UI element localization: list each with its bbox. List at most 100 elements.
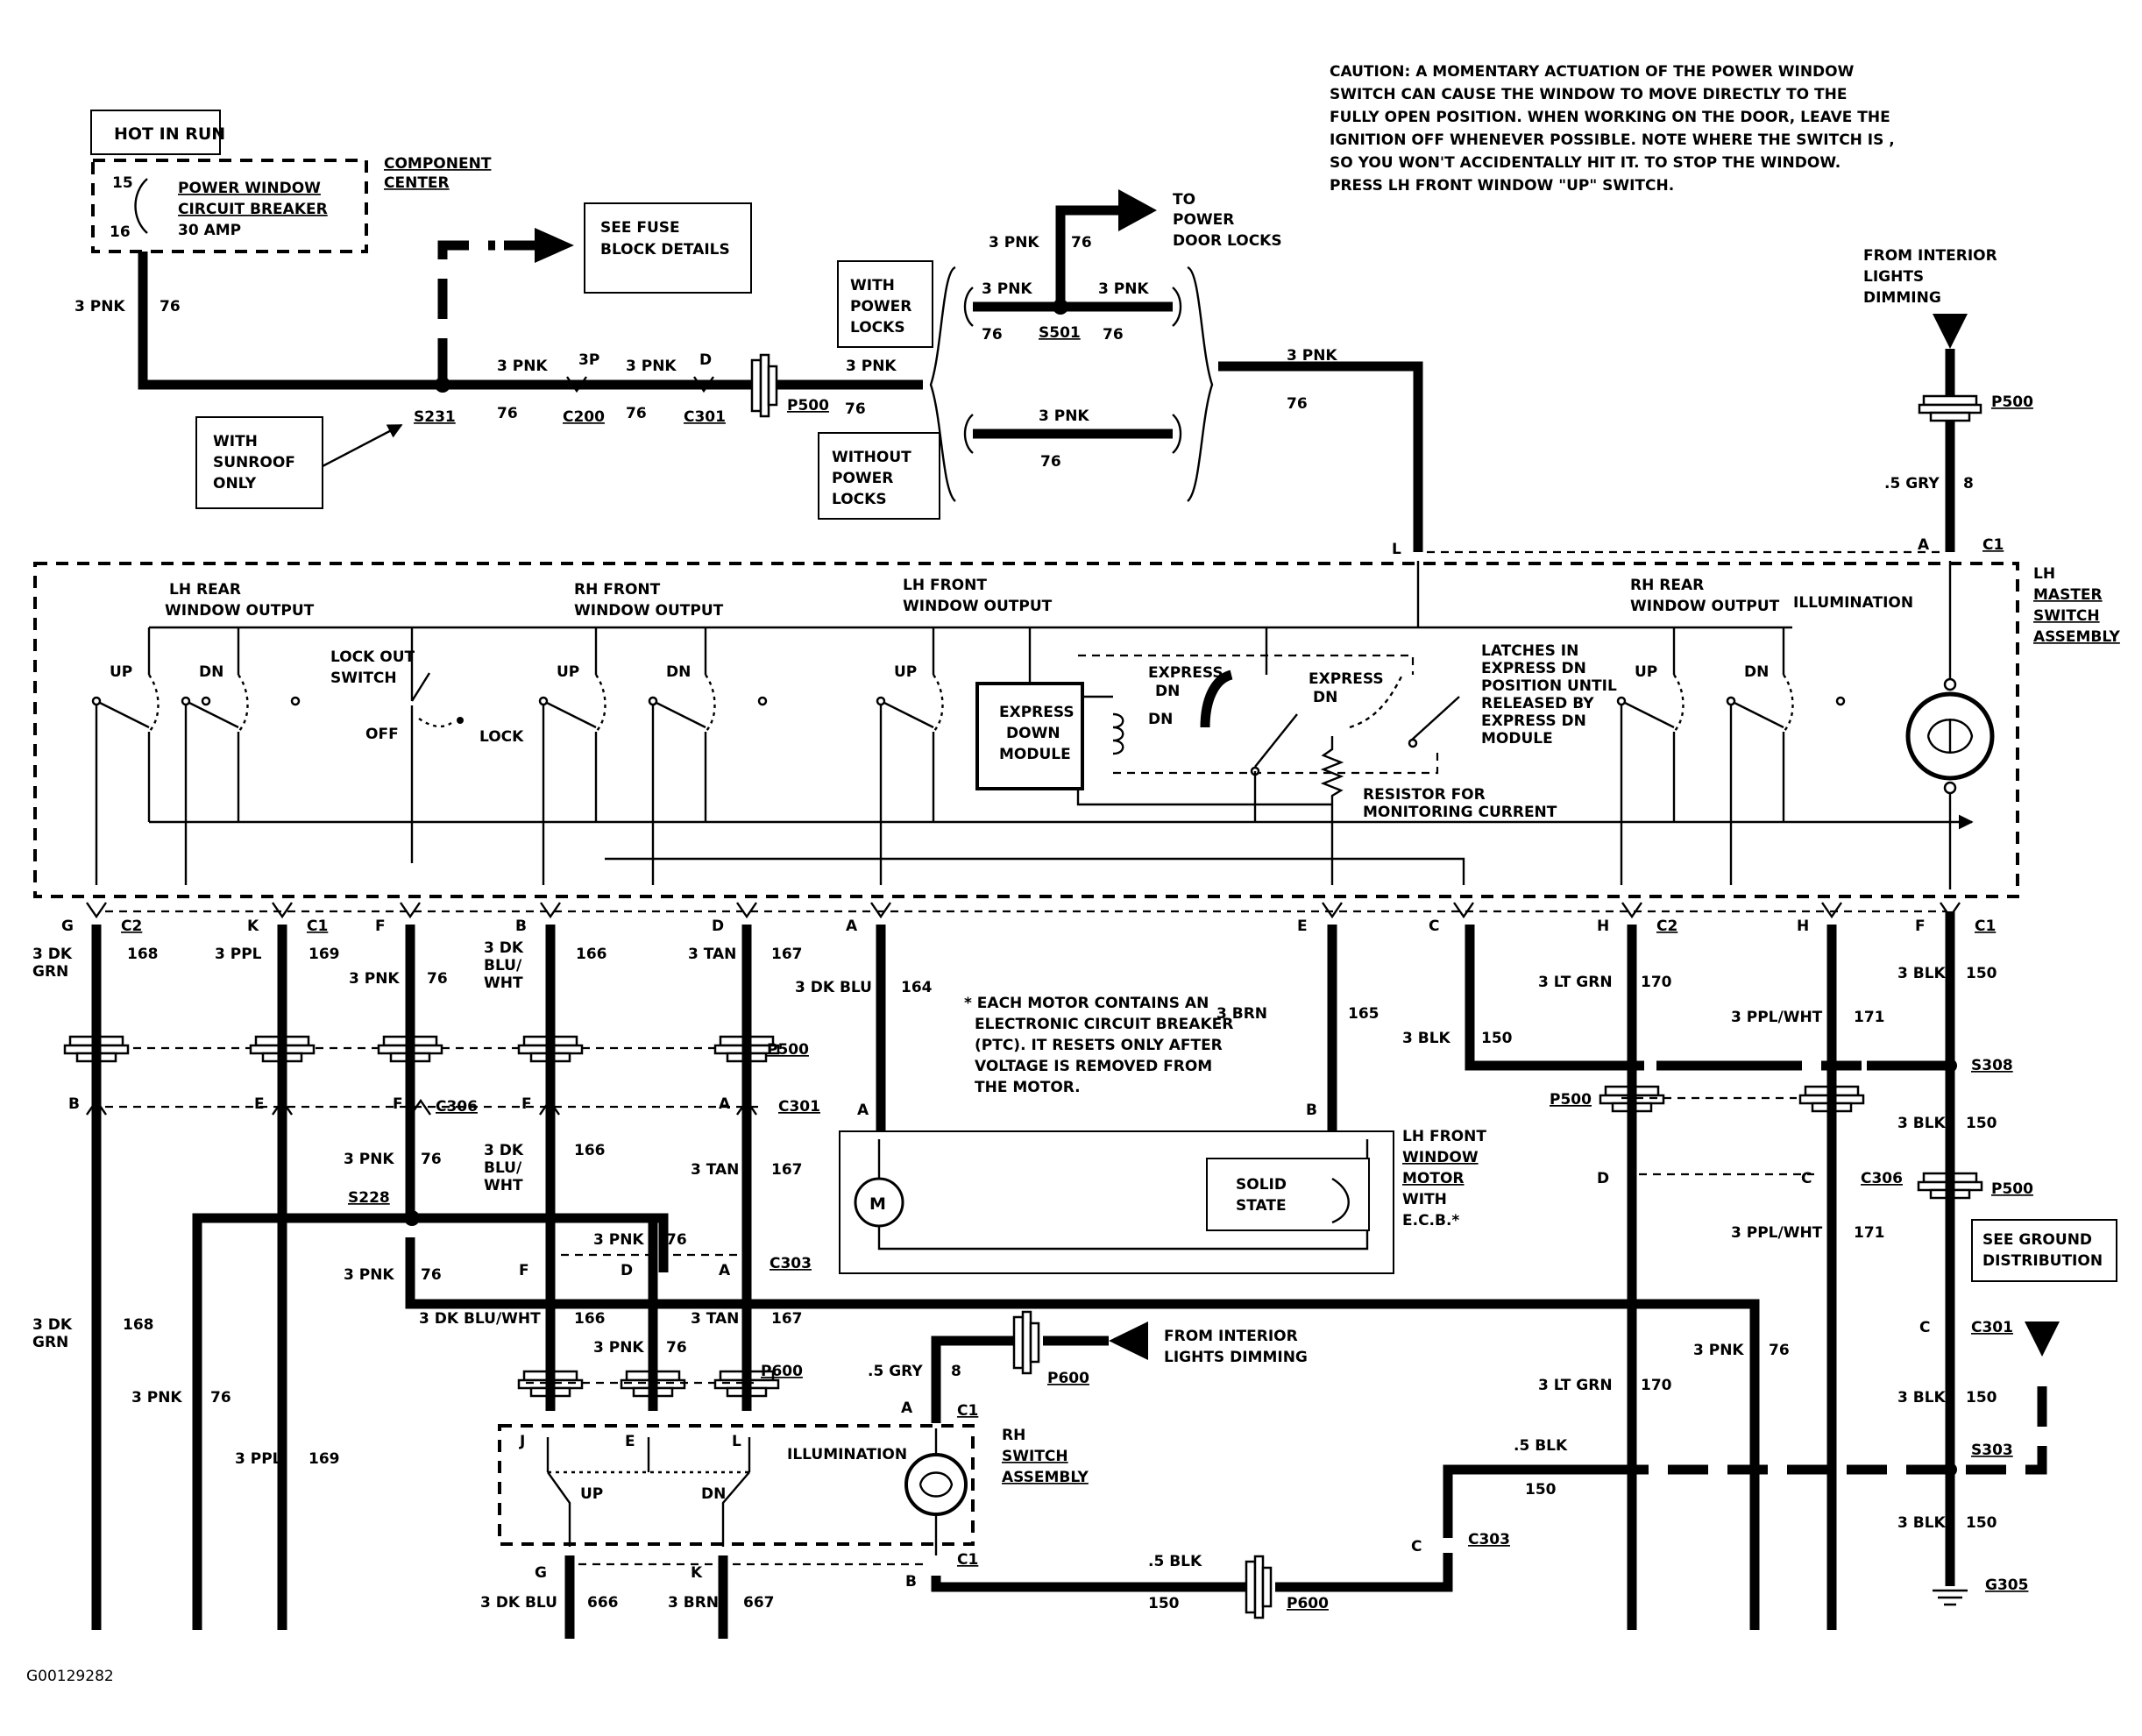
w-dkbluwht-3: WHT <box>484 974 523 992</box>
w-c169: 169 <box>309 946 340 963</box>
latches-4: RELEASED BY <box>1481 695 1594 712</box>
w-c171-2: 171 <box>1854 1224 1885 1242</box>
c301-harness-label: C301 <box>778 1098 820 1116</box>
rh-switch-contacts <box>546 1437 751 1547</box>
caution-line-6: PRESS LH FRONT WINDOW "UP" SWITCH. <box>1330 177 1674 195</box>
circuit-s501-left: 76 <box>982 326 1003 344</box>
express-relay-coil <box>1082 695 1124 755</box>
monitoring-resistor <box>1320 736 1344 885</box>
master-lockout-bus <box>605 857 1465 885</box>
rh-switch-assembly-box <box>498 1424 975 1546</box>
sunroof-pointer <box>322 423 403 468</box>
w-pnk-2: 3 PNK <box>344 1151 394 1168</box>
rh-rear-up-contact-left <box>1616 696 1627 706</box>
rh-illumination-label: ILLUMINATION <box>787 1446 907 1463</box>
w-pnk-4: 3 PNK <box>344 1266 394 1284</box>
w-dkgrn-1: 3 DK <box>32 946 73 963</box>
w-tan-3: 3 TAN <box>691 1310 739 1328</box>
pin-chevron-8 <box>1621 902 1642 919</box>
caution-line-1: CAUTION: A MOMENTARY ACTUATION OF THE PO… <box>1330 63 1855 81</box>
master-title-1: LH <box>2033 565 2055 583</box>
rh-c1-bottom: C1 <box>957 1551 978 1569</box>
component-center-label-2: CENTER <box>384 174 450 192</box>
lh-rear-dn-blade <box>185 699 239 729</box>
pin-15: 15 <box>112 174 133 192</box>
master-pin-d-4: D <box>712 902 757 935</box>
pin-chevron-6 <box>1322 902 1343 919</box>
to-locks-2: POWER <box>1173 211 1234 229</box>
rh-pin-j: J <box>519 1433 525 1450</box>
s501-label: S501 <box>1039 324 1081 342</box>
resistor-label-1: RESISTOR FOR <box>1363 786 1486 804</box>
p500-top-label: P500 <box>787 397 829 415</box>
pin-chevron-7 <box>1453 902 1474 919</box>
master-illumination-label: ILLUMINATION <box>1793 594 1913 612</box>
lh-rear-dn-switch: DN <box>181 627 301 885</box>
lockout-switch <box>410 627 431 863</box>
lockout-label-2: SWITCH <box>330 670 397 687</box>
feed-wire-color: 3 PNK <box>74 298 125 315</box>
s308-label: S308 <box>1971 1057 2013 1074</box>
component-center-label-1: COMPONENT <box>384 155 492 173</box>
lh-rear-dn-contact-right <box>290 696 301 706</box>
gry-wire-color: .5 GRY <box>1884 475 1940 492</box>
w-dkbluwht-4: 3 DK <box>484 1142 524 1159</box>
master-lamp-bottom-terminal <box>1943 781 1957 795</box>
express-down-module <box>975 682 1084 790</box>
w-brn: 3 BRN <box>1216 1005 1267 1023</box>
express-module-1: EXPRESS <box>999 704 1075 721</box>
master-pin-a: A <box>1918 536 1930 554</box>
rh-gry-wire <box>931 1336 1017 1423</box>
master-title-4: ASSEMBLY <box>2033 628 2121 646</box>
w-c167-1: 167 <box>771 946 803 963</box>
breaker-label-1: POWER WINDOW <box>178 180 321 197</box>
without-power-locks-3: LOCKS <box>832 491 887 508</box>
fuse-arrow-head <box>535 228 574 263</box>
lh-rear-up-switch: UP <box>91 627 211 885</box>
lh-rear-dn-label: DN <box>199 663 223 681</box>
rh-front-label-1: RH FRONT <box>574 581 661 599</box>
rh-rear-up-switch: UP <box>1616 627 1736 885</box>
master-pin-h-9: H <box>1797 902 1842 935</box>
pin-connector-10: C1 <box>1975 918 1996 935</box>
pin-chevron-0 <box>86 902 107 919</box>
breaker-label-3: 30 AMP <box>178 222 241 239</box>
p600-bottom-label: P600 <box>1287 1595 1329 1612</box>
feed-wire-circuit: 76 <box>160 298 181 315</box>
from-lights-rh-2: LIGHTS DIMMING <box>1164 1349 1308 1366</box>
rh-front-up-label: UP <box>557 663 579 681</box>
solid-state-2: STATE <box>1236 1197 1287 1215</box>
without-power-locks-box <box>818 432 940 520</box>
circuit-p500-top: 76 <box>845 400 866 418</box>
p500-top-connector <box>750 353 778 418</box>
w-pplwht-2: 3 PPL/WHT <box>1731 1224 1823 1242</box>
solid-state-breaker-symbol <box>1331 1177 1350 1224</box>
rh-front-dn-label: DN <box>666 663 691 681</box>
w-pnk-3: 3 PNK <box>593 1231 644 1249</box>
w-pnk-7: 3 PNK <box>131 1389 182 1407</box>
pin-c-right: C <box>1801 1170 1812 1187</box>
caution-note: CAUTION: A MOMENTARY ACTUATION OF THE PO… <box>1330 63 1895 195</box>
s303-ground-bus-dashed <box>1608 1367 2047 1475</box>
option-brace-left <box>929 266 956 502</box>
ground-distribution-arrow <box>2025 1321 2060 1357</box>
w-dkblu-rh: 3 DK BLU <box>480 1594 557 1612</box>
w-c164: 164 <box>901 979 933 996</box>
c306-pin-1: E <box>254 1095 265 1113</box>
w-brn-rh: 3 BRN <box>668 1594 719 1612</box>
from-lights-1: FROM INTERIOR <box>1863 247 1997 265</box>
pin-connector-0: C2 <box>121 918 142 935</box>
lh-front-dn: DN <box>1148 711 1173 728</box>
see-ground-2: DISTRIBUTION <box>1982 1252 2103 1270</box>
pin-chevron-2 <box>400 902 421 919</box>
lh-front-up-contact-left <box>876 696 886 706</box>
caution-line-2: SWITCH CAN CAUSE THE WINDOW TO MOVE DIRE… <box>1330 86 1848 103</box>
w-c169-2: 169 <box>309 1450 340 1468</box>
rh-front-label-2: WINDOW OUTPUT <box>574 602 724 620</box>
rh-rear-label-2: WINDOW OUTPUT <box>1630 598 1780 615</box>
motor-title-1: LH FRONT <box>1402 1128 1486 1145</box>
w-ltgrn-2: 3 LT GRN <box>1538 1377 1613 1394</box>
express-dn-label-4: DN <box>1313 689 1337 706</box>
